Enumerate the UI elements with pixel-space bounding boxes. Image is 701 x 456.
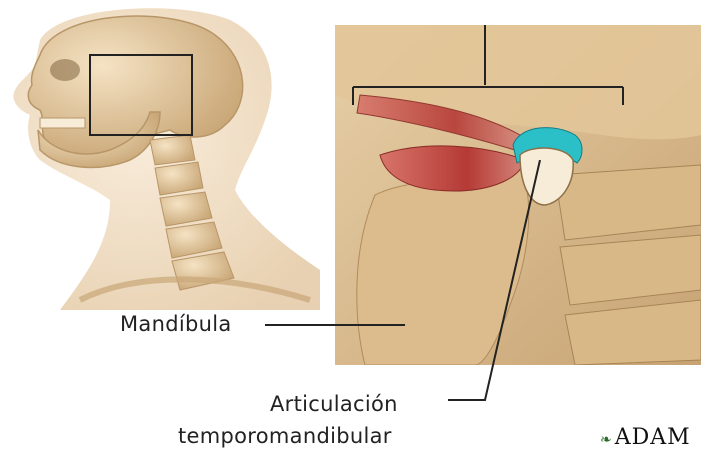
adam-logo: ❧ADAM (600, 425, 691, 450)
mandible-leader-line (265, 323, 405, 327)
label-tmj-line2: temporomandibular (178, 424, 392, 448)
label-mandible: Mandíbula (120, 312, 232, 336)
head-neck-illustration (0, 0, 320, 310)
leaf-icon: ❧ (600, 432, 613, 448)
label-tmj-line1: Articulación (270, 392, 398, 416)
tmj-leader-line (440, 160, 560, 410)
